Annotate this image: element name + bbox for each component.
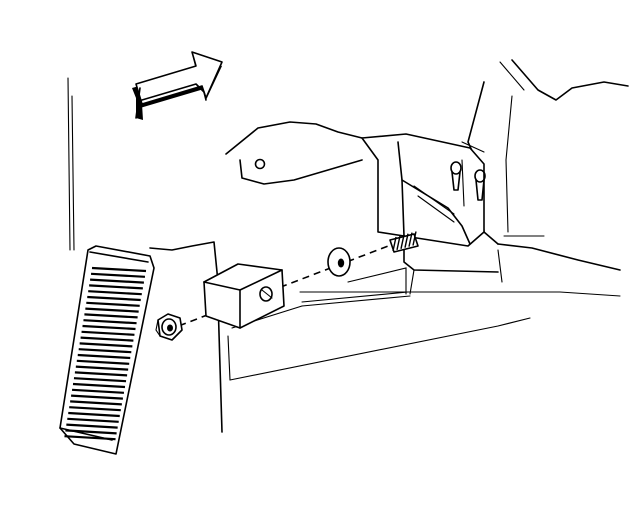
forward-arrow-icon [132, 51, 223, 120]
pedal-rib [91, 266, 147, 273]
stud-thread [392, 236, 397, 252]
bracket-slot-2 [474, 169, 486, 201]
stud-thread [404, 233, 409, 248]
pedal-rib [68, 411, 120, 418]
pedal-rib [71, 388, 125, 394]
body-panel-edges [67, 77, 621, 433]
mounting-block [203, 263, 285, 329]
pedal-rib [70, 400, 122, 406]
pedal-rib [88, 290, 142, 296]
threaded-stud [389, 231, 419, 253]
bracket-slot-1 [450, 161, 462, 191]
pedal-rib [71, 394, 123, 400]
pedal-rib [78, 348, 132, 354]
floor-pedal-pad [59, 245, 155, 455]
pedal-rib [64, 435, 116, 441]
pedal-rib [89, 284, 143, 290]
pedal-rib [73, 377, 127, 383]
pedal-rib [87, 295, 141, 302]
pedal-rib [74, 371, 128, 377]
bracket-mount-hole [254, 158, 266, 170]
stud-thread [412, 231, 417, 246]
pedal-ribs [64, 266, 147, 441]
stud-thread [400, 234, 405, 249]
hex-nut [155, 313, 183, 341]
pedal-rib [67, 417, 119, 423]
pedal-rib [85, 307, 139, 313]
pedal-rib [81, 330, 135, 336]
pedal-rib [77, 353, 131, 360]
stud-thread [396, 235, 401, 251]
pedal-rib [86, 301, 140, 307]
pedal-rib [65, 429, 117, 435]
pedal-rib [79, 342, 133, 348]
pedal-rib [84, 313, 138, 319]
pedal-rib [90, 272, 146, 278]
pedal-rib [90, 278, 144, 284]
pedal-rib [83, 319, 137, 325]
pedal-rib [76, 359, 130, 365]
support-bracket [361, 133, 503, 295]
pedal-rib [72, 382, 126, 389]
pedal-rib [66, 423, 118, 429]
pedal-rib [75, 365, 129, 371]
pedal-rib [82, 324, 136, 331]
stud-thread [408, 232, 413, 247]
pedal-rib [80, 336, 134, 342]
flat-washer [327, 247, 351, 277]
pedal-rib [69, 406, 121, 412]
